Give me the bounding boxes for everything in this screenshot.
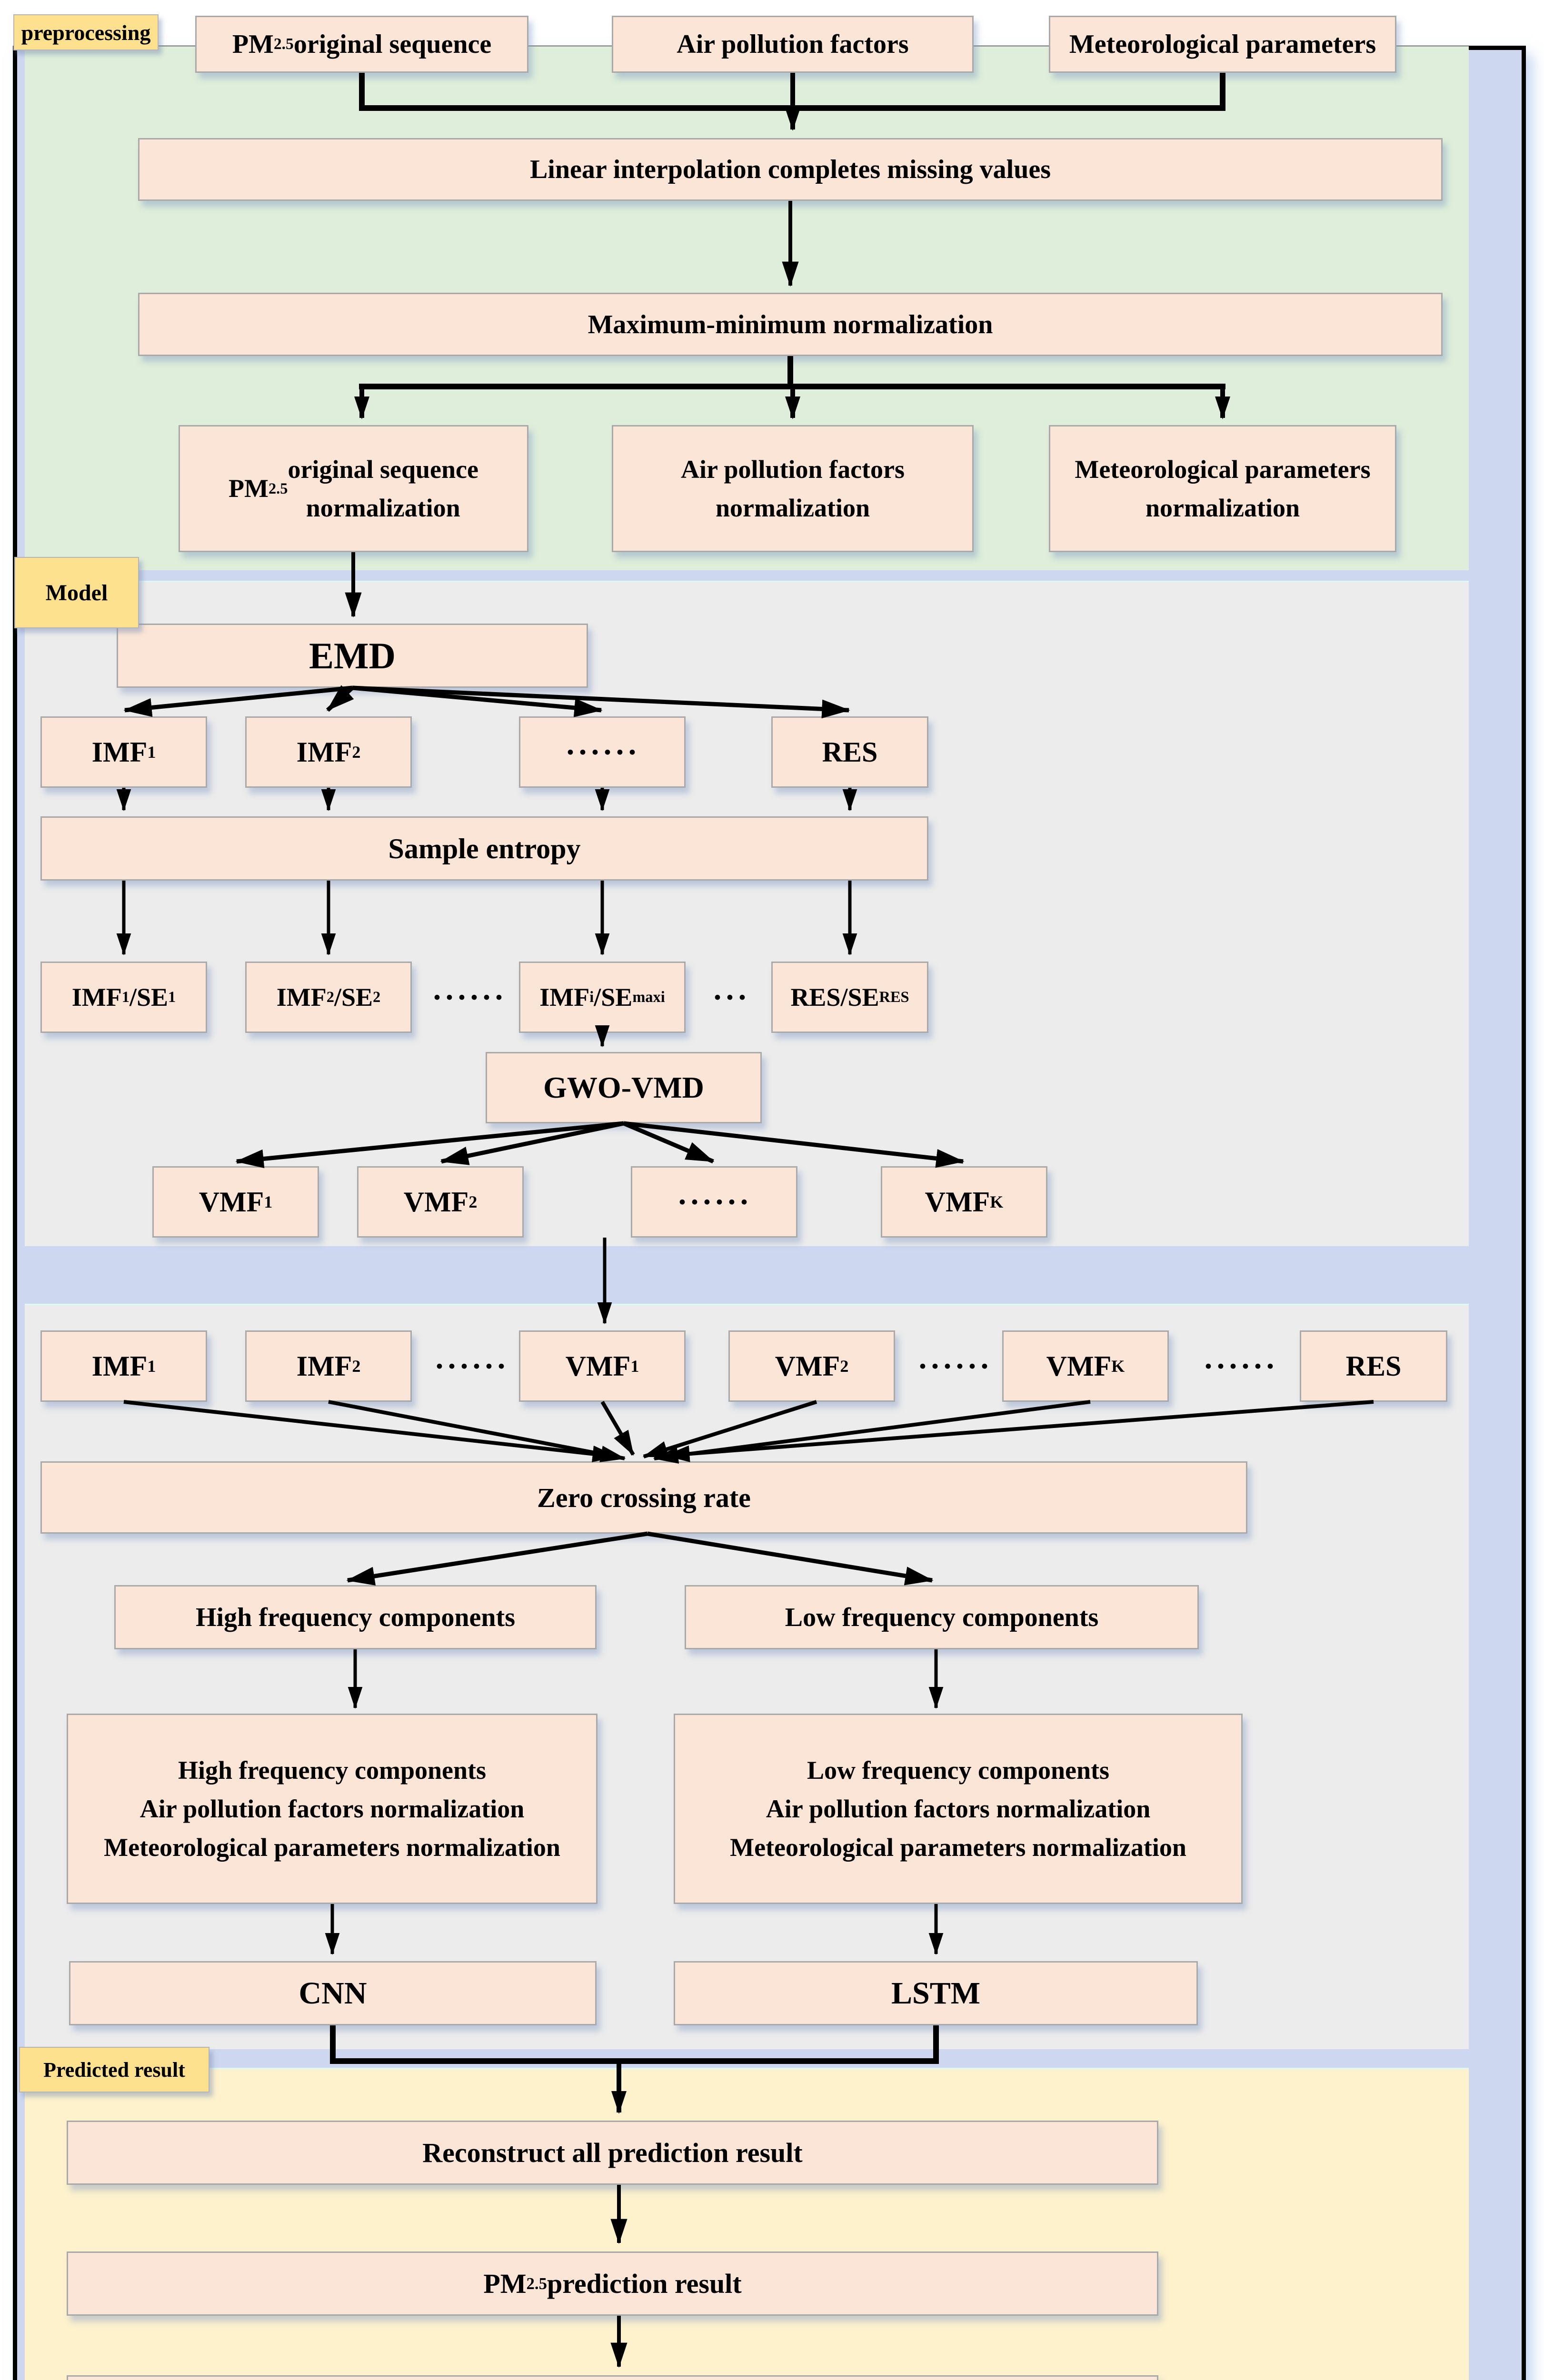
ellipsis-mix-row-1: ······ (434, 1349, 509, 1384)
box-lstm: LSTM (674, 1961, 1198, 2025)
ellipsis-se-row-2: ··· (712, 980, 750, 1015)
section-model-classification (25, 1305, 1469, 2049)
box-reconstruct-result: Reconstruct all prediction result (67, 2121, 1158, 2185)
ellipsis-mix-row-3: ······ (1203, 1349, 1278, 1384)
box-low-frequency: Low frequency components (685, 1585, 1199, 1649)
box-air-pollution-factors: Air pollution factors (612, 16, 974, 73)
box-maxmin-normalization: Maximum-minimum normalization (138, 293, 1443, 356)
box-high-frequency: High frequency components (114, 1585, 597, 1649)
box-row-res: RES (1300, 1330, 1447, 1402)
ellipsis-se-row-1: ······ (431, 980, 507, 1015)
ellipsis-mix-row-2: ······ (917, 1349, 992, 1384)
tab-model: Model (14, 557, 139, 628)
tab-preprocessing: preprocessing (13, 14, 159, 50)
section-predicted-result (25, 2069, 1469, 2380)
box-model-evaluation: Model evaluation (67, 2375, 1158, 2380)
box-gwo-vmd: GWO-VMD (486, 1052, 762, 1123)
box-imf-ellipsis: ······ (519, 716, 686, 788)
box-sample-entropy: Sample entropy (40, 816, 928, 881)
tab-predicted-result: Predicted result (19, 2047, 209, 2092)
box-res: RES (771, 716, 928, 788)
box-meteorological-parameters: Meteorological parameters (1049, 16, 1396, 73)
box-cnn: CNN (69, 1961, 597, 2025)
box-zero-crossing-rate: Zero crossing rate (40, 1461, 1247, 1534)
box-vmf-ellipsis: ······ (631, 1166, 797, 1238)
box-linear-interpolation: Linear interpolation completes missing v… (138, 138, 1443, 201)
box-emd: EMD (117, 624, 588, 688)
